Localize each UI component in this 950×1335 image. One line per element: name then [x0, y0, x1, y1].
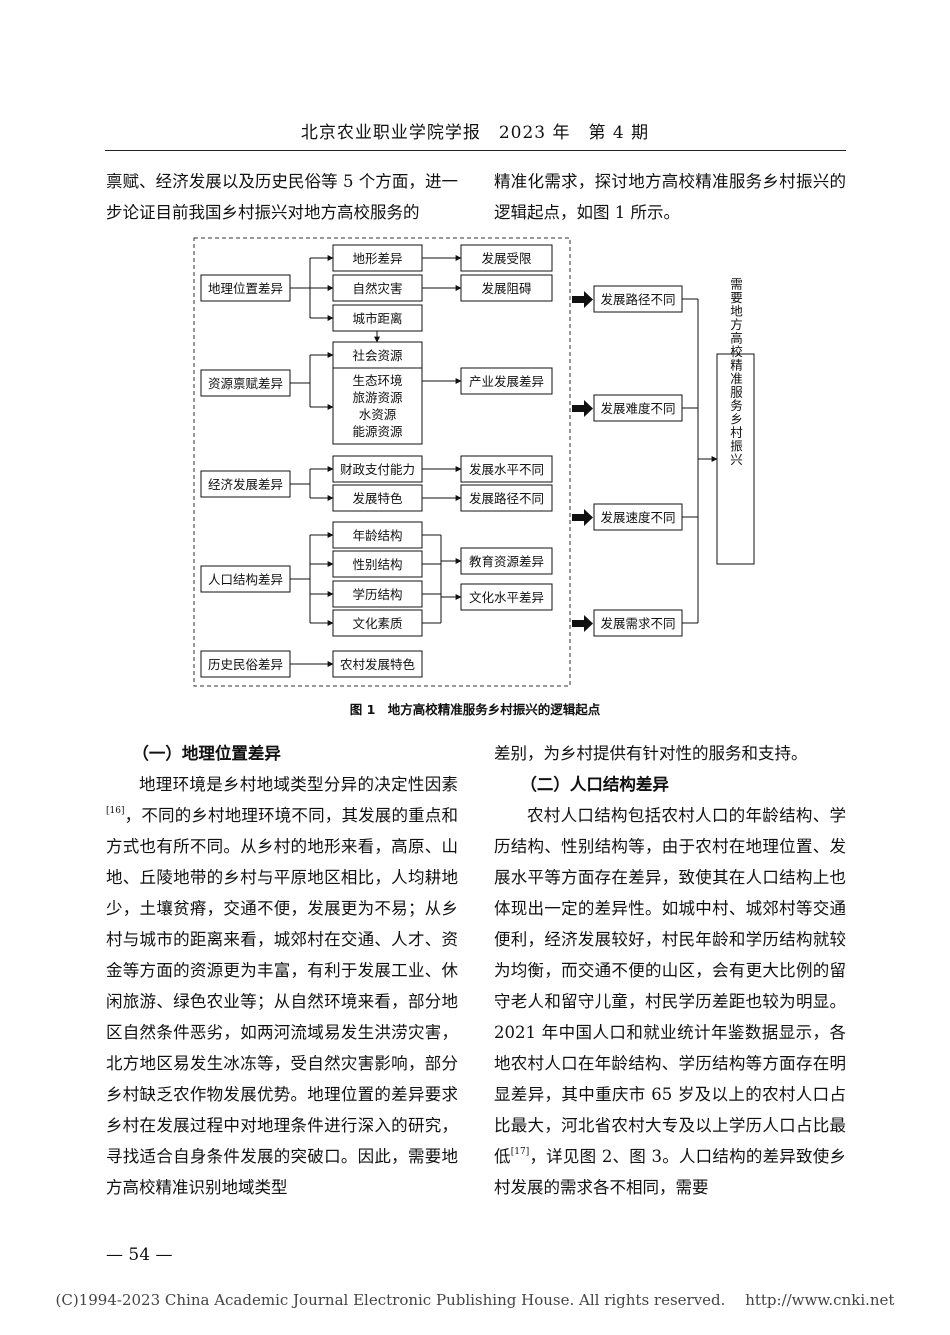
effect-box — [460, 244, 553, 272]
paragraph-text: ，不同的乡村地理环境不同，其发展的重点和方式也有所不同。从乡村的地形来看，高原、… — [106, 806, 458, 1197]
factor-label: 发展特色 — [352, 491, 403, 506]
outcome-box — [593, 285, 683, 313]
outcome-label: 发展速度不同 — [600, 510, 675, 525]
category-label: 资源禀赋差异 — [208, 376, 283, 391]
section-heading: （一）地理位置差异 — [132, 744, 281, 763]
outcome-label: 发展难度不同 — [600, 401, 675, 416]
figure-caption: 图 1 地方高校精准服务乡村振兴的逻辑起点 — [349, 702, 601, 717]
effect-box — [460, 367, 553, 395]
header-rule — [105, 150, 846, 151]
paragraph-text: ，详见图 2、图 3。人口结构的差异致使乡村发展的需求各不相同，需要 — [494, 1147, 846, 1197]
left-column: （一）地理位置差异 地理环境是乡村地域类型分异的决定性因素 [16]，不同的乡村地… — [106, 738, 458, 1203]
effect-box — [460, 547, 553, 575]
effect-label: 发展水平不同 — [469, 462, 544, 477]
body-paragraph: 农村人口结构包括农村人口的年龄结构、学历结构、性别结构等，由于农村在地理位置、发… — [494, 800, 846, 1203]
factor-box — [332, 521, 423, 549]
copyright-footer: (C)1994-2023 China Academic Journal Elec… — [55, 1291, 895, 1309]
factor-box — [332, 650, 423, 678]
page-number: — 54 — — [106, 1245, 173, 1265]
factor-label: 自然灾害 — [352, 281, 402, 296]
category-box — [200, 274, 291, 302]
top-text-right: 精准化需求，探讨地方高校精准服务乡村振兴的逻辑起点，如图 1 所示。 — [494, 166, 846, 228]
factor-box — [332, 341, 423, 369]
top-text-left: 禀赋、经济发展以及历史民俗等 5 个方面，进一步论证目前我国乡村振兴对地方高校服… — [106, 166, 458, 228]
right-column: 差别，为乡村提供有针对性的服务和支持。 （二）人口结构差异 农村人口结构包括农村… — [494, 738, 846, 1203]
effect-label: 产业发展差异 — [469, 374, 544, 389]
body-paragraph: 地理环境是乡村地域类型分异的决定性因素 [16]，不同的乡村地理环境不同，其发展的… — [106, 769, 458, 1203]
category-box — [200, 470, 291, 498]
factor-label: 能源资源 — [352, 424, 403, 439]
effect-box — [460, 455, 553, 483]
effect-box — [460, 484, 553, 512]
factor-box — [332, 244, 423, 272]
factor-box — [332, 550, 423, 578]
paragraph-text: 农村人口结构包括农村人口的年龄结构、学历结构、性别结构等，由于农村在地理位置、发… — [494, 806, 846, 1166]
citation: [16] — [106, 806, 125, 816]
dashed-frame — [193, 237, 571, 687]
factor-label: 城市距离 — [352, 311, 402, 326]
conclusion-label: 需要地方高校精准服务乡村振兴 — [728, 278, 743, 467]
outcome-label: 发展需求不同 — [600, 616, 675, 631]
paragraph-text: 地理环境是乡村地域类型分异的决定性因素 — [139, 775, 458, 794]
factor-label: 年龄结构 — [352, 528, 402, 543]
citation: [17] — [510, 1147, 530, 1157]
category-label: 人口结构差异 — [208, 572, 283, 587]
effect-label: 发展阻碍 — [481, 281, 531, 296]
section-heading: （二）人口结构差异 — [520, 775, 669, 794]
outcome-box — [593, 394, 683, 422]
effect-label: 教育资源差异 — [469, 554, 544, 569]
conclusion-box — [716, 353, 755, 565]
factor-label: 水资源 — [359, 407, 397, 422]
outcome-label: 发展路径不同 — [600, 292, 675, 307]
factor-box — [332, 455, 423, 483]
category-box — [200, 650, 291, 678]
outcome-box — [593, 503, 683, 531]
effect-label: 发展路径不同 — [469, 491, 544, 506]
factor-box — [332, 274, 423, 302]
factor-label: 旅游资源 — [352, 390, 403, 405]
factor-label: 地形差异 — [352, 251, 402, 266]
effect-box — [460, 274, 553, 302]
category-box — [200, 565, 291, 593]
category-label: 地理位置差异 — [208, 281, 283, 296]
thick-arrows — [572, 291, 593, 632]
continued-paragraph: 差别，为乡村提供有针对性的服务和支持。 — [494, 744, 808, 763]
factor-group-box — [332, 367, 423, 445]
factor-box — [332, 304, 423, 332]
top-paragraph-left: 禀赋、经济发展以及历史民俗等 5 个方面，进一步论证目前我国乡村振兴对地方高校服… — [106, 172, 458, 222]
factor-label: 文化素质 — [352, 616, 402, 631]
journal-header: 北京农业职业学院学报 2023 年 第 4 期 — [300, 123, 650, 143]
factor-label: 财政支付能力 — [340, 462, 415, 477]
effect-label: 发展受限 — [481, 251, 532, 266]
factor-box — [332, 609, 423, 637]
factor-label: 学历结构 — [352, 587, 402, 602]
category-label: 历史民俗差异 — [208, 657, 283, 672]
category-label: 经济发展差异 — [208, 477, 283, 492]
flow-diagram: 地理位置差异 资源禀赋差异 经济发展差异 人口结构差异 历史民俗差异 地形差异 … — [193, 237, 755, 687]
factor-box — [332, 484, 423, 512]
outcome-box — [593, 609, 683, 637]
factor-label: 农村发展特色 — [340, 657, 416, 672]
factor-label: 社会资源 — [352, 348, 403, 363]
category-box — [200, 369, 291, 397]
factor-label: 性别结构 — [352, 557, 402, 572]
effect-label: 文化水平差异 — [469, 590, 544, 605]
top-paragraph-right: 精准化需求，探讨地方高校精准服务乡村振兴的逻辑起点，如图 1 所示。 — [494, 172, 846, 222]
factor-box — [332, 580, 423, 608]
factor-label: 生态环境 — [352, 373, 402, 388]
effect-box — [460, 583, 553, 611]
